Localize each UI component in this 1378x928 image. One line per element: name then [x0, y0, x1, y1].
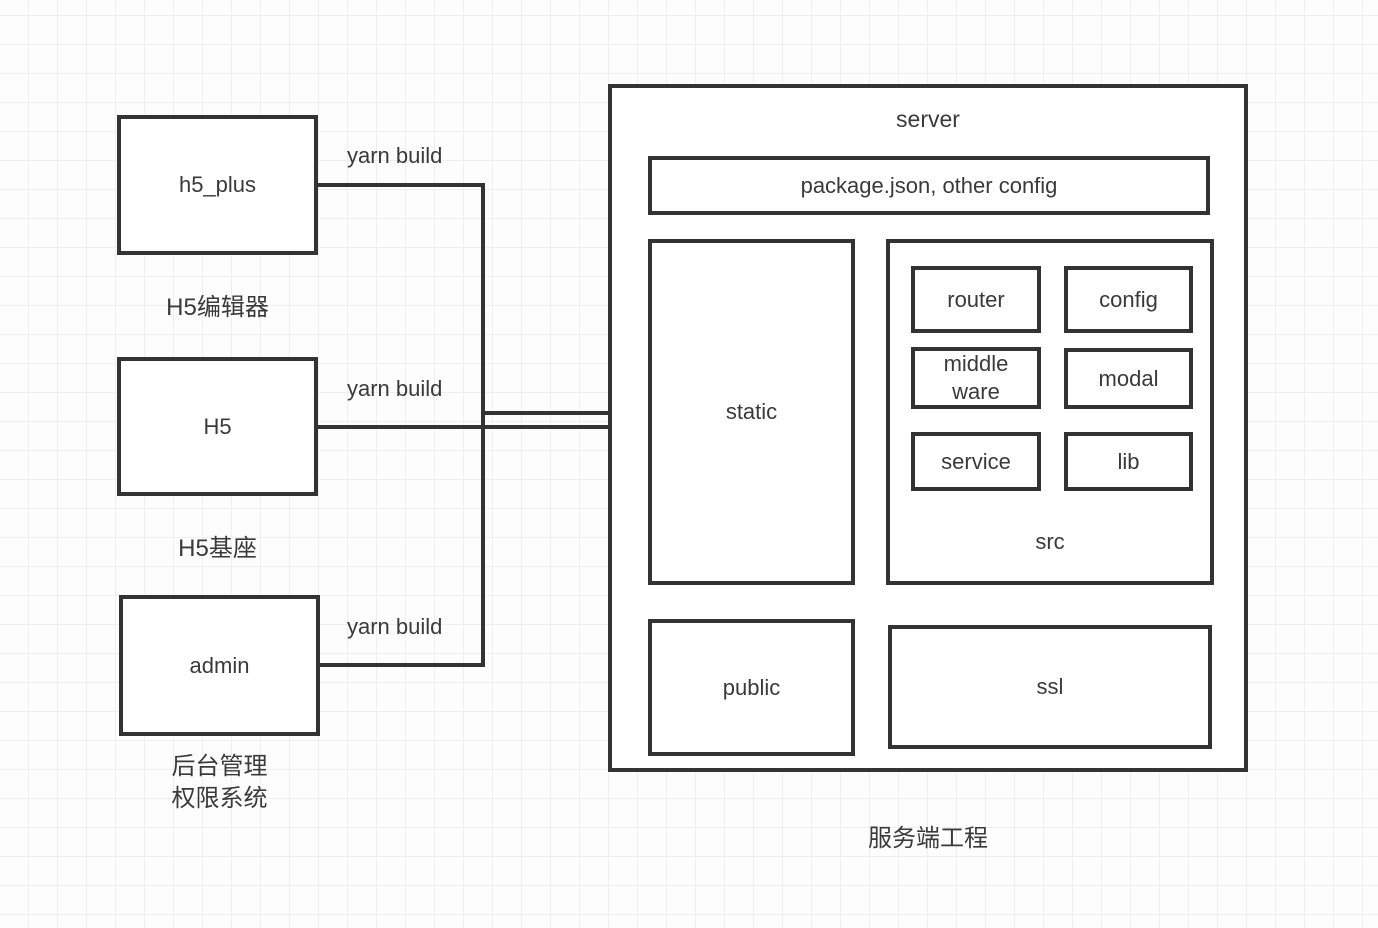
node-public: public: [648, 619, 855, 756]
node-middleware: middle ware: [911, 347, 1041, 409]
node-service-label: service: [941, 448, 1011, 474]
edge-label-yarn-build-3: yarn build: [347, 614, 443, 639]
node-h5-plus: h5_plus: [117, 115, 318, 255]
node-server-container: server package.json, other config static…: [608, 84, 1248, 772]
node-package-json-config-label: package.json, other config: [800, 172, 1058, 198]
edge-label-yarn-build-1: yarn build: [347, 143, 443, 168]
node-ssl-label: ssl: [1036, 674, 1064, 699]
node-config: config: [1064, 266, 1193, 333]
node-modal-label: modal: [1098, 365, 1159, 391]
node-lib: lib: [1064, 432, 1193, 491]
caption-server-project: 服务端工程: [868, 825, 988, 852]
node-lib-label: lib: [1117, 448, 1140, 474]
node-ssl: ssl: [888, 625, 1212, 749]
server-title: server: [896, 106, 960, 132]
node-h5-plus-label: h5_plus: [178, 172, 257, 197]
node-src-container: router config middle ware modal service …: [886, 239, 1214, 585]
caption-admin-line-2: 权限系统: [171, 785, 268, 812]
node-config-label: config: [1099, 286, 1158, 312]
node-package-json-config: package.json, other config: [648, 156, 1210, 215]
node-static-label: static: [725, 399, 778, 424]
node-modal: modal: [1064, 348, 1193, 409]
caption-h5-base: H5基座: [178, 535, 257, 562]
node-router-label: router: [947, 286, 1005, 312]
caption-h5-editor: H5编辑器: [166, 294, 269, 321]
src-label: src: [1035, 529, 1065, 554]
node-h5-label: H5: [203, 413, 232, 439]
node-admin-label: admin: [189, 652, 250, 678]
node-middleware-label: middle ware: [943, 351, 1009, 404]
node-admin: admin: [119, 595, 320, 736]
connector-collector-line: [318, 183, 485, 667]
node-service: service: [911, 432, 1041, 491]
node-public-label: public: [722, 674, 781, 700]
edge-label-yarn-build-2: yarn build: [347, 376, 443, 401]
node-h5: H5: [117, 357, 318, 496]
caption-admin-line-1: 后台管理: [171, 753, 268, 780]
node-static: static: [648, 239, 855, 585]
caption-admin-system: 后台管理 权限系统: [119, 751, 320, 815]
node-router: router: [911, 266, 1041, 333]
